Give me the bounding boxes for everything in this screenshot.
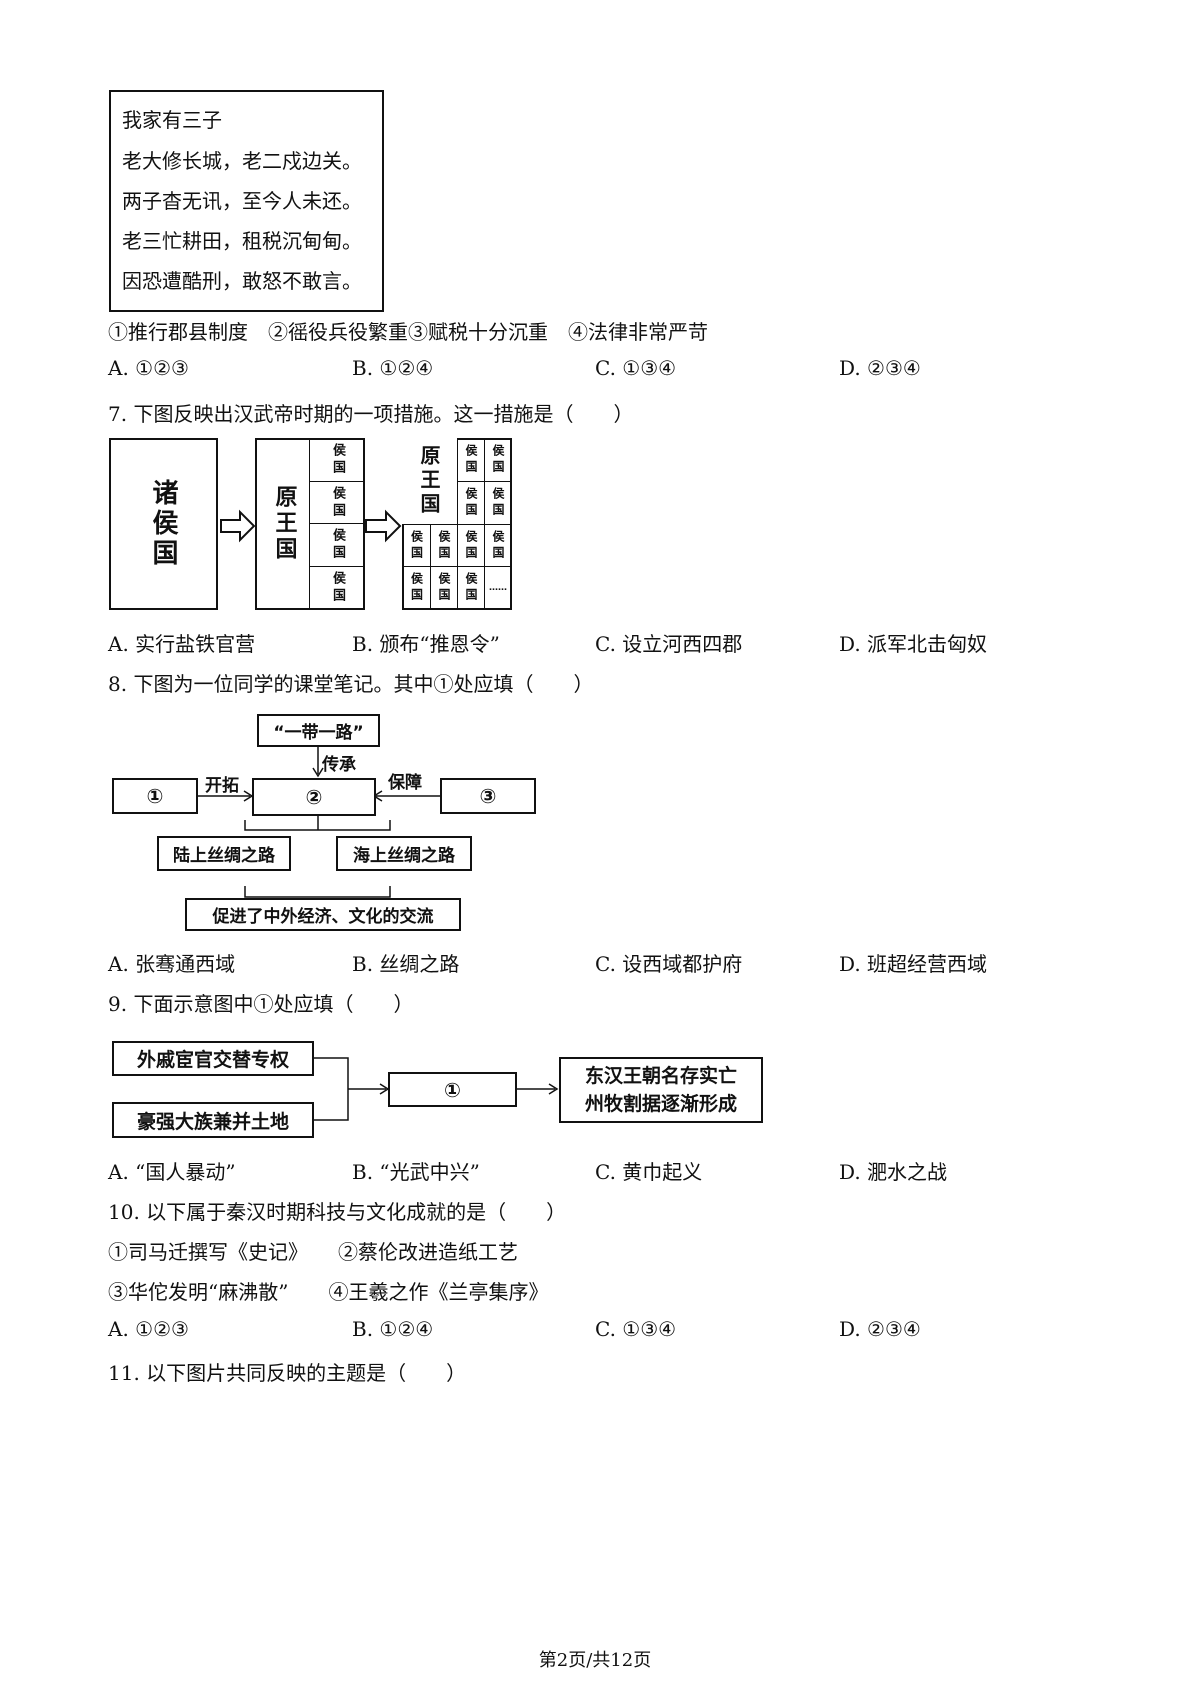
q8-label-guarantee: 保障 — [388, 773, 422, 793]
q7-box2-cell: 侯国 — [309, 566, 365, 610]
q9-box-1: ① — [388, 1072, 517, 1107]
q6-option-a: A. ①②③ — [108, 356, 189, 380]
q10-option-d: D. ②③④ — [839, 1317, 921, 1341]
poem-line: 老三忙耕田，租税沉甸甸。 — [122, 229, 362, 253]
q8-box-exchange-result: 促进了中外经济、文化的交流 — [185, 898, 461, 931]
q9-option-b: B. “光武中兴” — [352, 1160, 480, 1184]
q9-option-d: D. 淝水之战 — [839, 1160, 948, 1184]
q8-option-c: C. 设西域都护府 — [595, 952, 743, 976]
poem-line: 我家有三子 — [122, 108, 222, 132]
q9-option-c: C. 黄巾起义 — [595, 1160, 703, 1184]
q10-option-c: C. ①③④ — [595, 1317, 677, 1341]
q9-stem: 9. 下面示意图中①处应填（ ） — [108, 992, 414, 1016]
q10-items-line1: ①司马迁撰写《史记》 ②蔡伦改进造纸工艺 — [108, 1240, 518, 1264]
q7-box-vassal-states: 诸侯国 — [109, 438, 218, 610]
q6-option-b: B. ①②④ — [352, 356, 434, 380]
q8-option-b: B. 丝绸之路 — [352, 952, 460, 976]
poem-box: 我家有三子 老大修长城，老二戍边关。 两子杳无讯，至今人未还。 老三忙耕田，租税… — [109, 90, 384, 312]
q7-box3-main: 原王国 — [402, 438, 457, 524]
q7-stem: 7. 下图反映出汉武帝时期的一项措施。这一措施是（ ） — [108, 402, 634, 426]
q6-option-c: C. ①③④ — [595, 356, 677, 380]
q8-box-sea-silk-road: 海上丝绸之路 — [336, 836, 472, 871]
q9-result-line: 东汉王朝名存实亡 — [584, 1065, 737, 1087]
q7-option-c: C. 设立河西四郡 — [595, 632, 743, 656]
q8-box-1: ① — [112, 778, 198, 814]
q10-option-b: B. ①②④ — [352, 1317, 434, 1341]
q7-option-b: B. 颁布“推恩令” — [352, 632, 500, 656]
q9-box-eunuch-relatives: 外戚宦官交替专权 — [112, 1041, 314, 1076]
q7-box2-main: 原王国 — [255, 438, 310, 610]
page-number: 第2页/共12页 — [538, 1650, 652, 1671]
q6-option-d: D. ②③④ — [839, 356, 921, 380]
q8-option-d: D. 班超经营西域 — [839, 952, 988, 976]
q8-label-open: 开拓 — [205, 776, 239, 796]
q11-stem: 11. 以下图片共同反映的主题是（ ） — [108, 1361, 467, 1385]
q8-stem: 8. 下图为一位同学的课堂笔记。其中①处应填（ ） — [108, 672, 594, 696]
q9-box-land-annexation: 豪强大族兼并土地 — [112, 1102, 314, 1138]
poem-line: 老大修长城，老二戍边关。 — [122, 149, 362, 173]
q8-label-inherit: 传承 — [322, 755, 356, 775]
q10-items-line2: ③华佗发明“麻沸散” ④王羲之作《兰亭集序》 — [108, 1280, 549, 1304]
poem-line: 两子杳无讯，至今人未还。 — [122, 189, 362, 213]
q10-stem: 10. 以下属于秦汉时期科技与文化成就的是（ ） — [108, 1200, 567, 1224]
q8-option-a: A. 张骞通西域 — [108, 952, 236, 976]
q8-box-belt-road: “一带一路” — [257, 714, 380, 747]
q10-option-a: A. ①②③ — [108, 1317, 189, 1341]
q7-box3-ellipsis: …… — [484, 566, 512, 610]
q8-box-2: ② — [252, 778, 376, 816]
q6-items: ①推行郡县制度 ②徭役兵役繁重③赋税十分沉重 ④法律非常严苛 — [108, 320, 708, 344]
q9-result-line: 州牧割据逐渐形成 — [584, 1093, 737, 1115]
poem-line: 因恐遭酷刑，敢怒不敢言。 — [122, 269, 362, 293]
q9-option-a: A. “国人暴动” — [108, 1160, 236, 1184]
q7-option-d: D. 派军北击匈奴 — [839, 632, 988, 656]
q8-box-3: ③ — [440, 778, 536, 814]
q8-box-land-silk-road: 陆上丝绸之路 — [157, 836, 291, 871]
q9-box-result: 东汉王朝名存实亡 州牧割据逐渐形成 — [559, 1057, 763, 1123]
q7-option-a: A. 实行盐铁官营 — [108, 632, 256, 656]
